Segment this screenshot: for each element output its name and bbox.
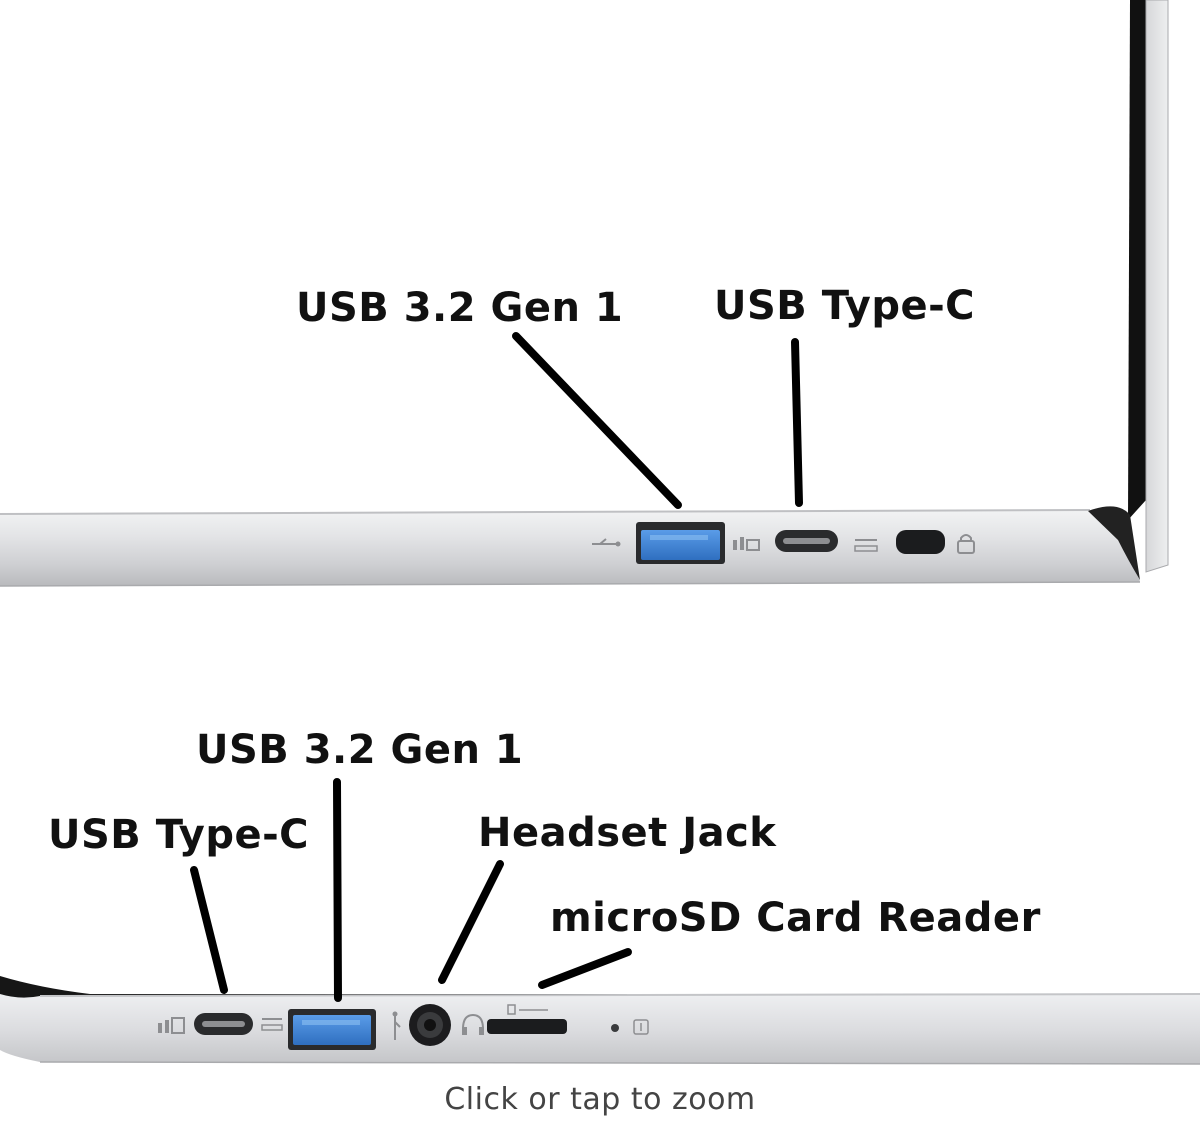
pointer-line-usb-c <box>791 338 803 507</box>
security-lock-slot-icon <box>896 530 945 554</box>
zoom-hint-link[interactable]: Click or tap to zoom <box>444 1082 756 1117</box>
microsd-slot-icon <box>487 1019 567 1034</box>
top-laptop-view <box>0 0 1169 587</box>
usb-c-port-icon <box>775 530 838 552</box>
pointer-line-usb-c-bottom <box>190 866 228 994</box>
label-headset-jack: Headset Jack <box>478 810 777 856</box>
pointer-line-usb-a-bottom <box>333 778 342 1002</box>
usb-a-port-icon <box>636 522 725 564</box>
lid-back <box>1145 0 1169 573</box>
bottom-chassis <box>0 994 1200 1064</box>
pointer-line-usb-a <box>512 332 682 509</box>
usb-c-charge-symbol-icon <box>733 537 760 551</box>
port-mark-icon <box>854 539 878 552</box>
usb-a-port-icon <box>288 1009 376 1050</box>
pointer-line-microsd <box>538 948 632 989</box>
pointer-line-headset <box>438 860 504 984</box>
label-microsd: microSD Card Reader <box>550 895 1041 941</box>
lid-bezel <box>1128 0 1146 520</box>
top-chassis <box>0 510 1140 586</box>
lock-symbol-icon <box>957 534 975 554</box>
headset-symbol-icon <box>462 1013 484 1035</box>
label-usb-c-top: USB Type-C <box>714 283 976 329</box>
power-led-icon <box>611 1024 619 1032</box>
microsd-symbol-icon <box>507 1004 548 1015</box>
usb-symbol-icon <box>392 1011 401 1040</box>
label-usb-a-top: USB 3.2 Gen 1 <box>296 285 624 331</box>
headset-jack-icon <box>409 1004 451 1046</box>
label-usb-a-bottom: USB 3.2 Gen 1 <box>196 727 524 773</box>
usb-c-port-icon <box>194 1013 253 1035</box>
status-symbol-icon <box>633 1019 649 1035</box>
usb-symbol-icon <box>592 538 621 547</box>
port-mark-icon <box>261 1018 283 1031</box>
bottom-laptop-view <box>0 778 1200 1065</box>
usb-c-charge-symbol-icon <box>158 1017 185 1034</box>
label-usb-c-bottom: USB Type-C <box>48 812 310 858</box>
